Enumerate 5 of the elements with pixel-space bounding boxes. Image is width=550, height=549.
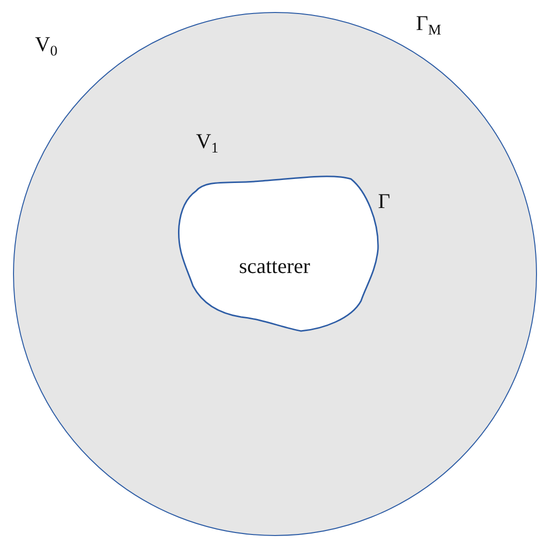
boundary-label: Γ (378, 191, 390, 212)
region-label: V$_{0}$ (35, 34, 58, 60)
region-label: scatterer (239, 256, 310, 277)
region-label: V$_{1}$ (196, 131, 219, 156)
boundary-label: Γ$_{M}$ (416, 13, 442, 38)
